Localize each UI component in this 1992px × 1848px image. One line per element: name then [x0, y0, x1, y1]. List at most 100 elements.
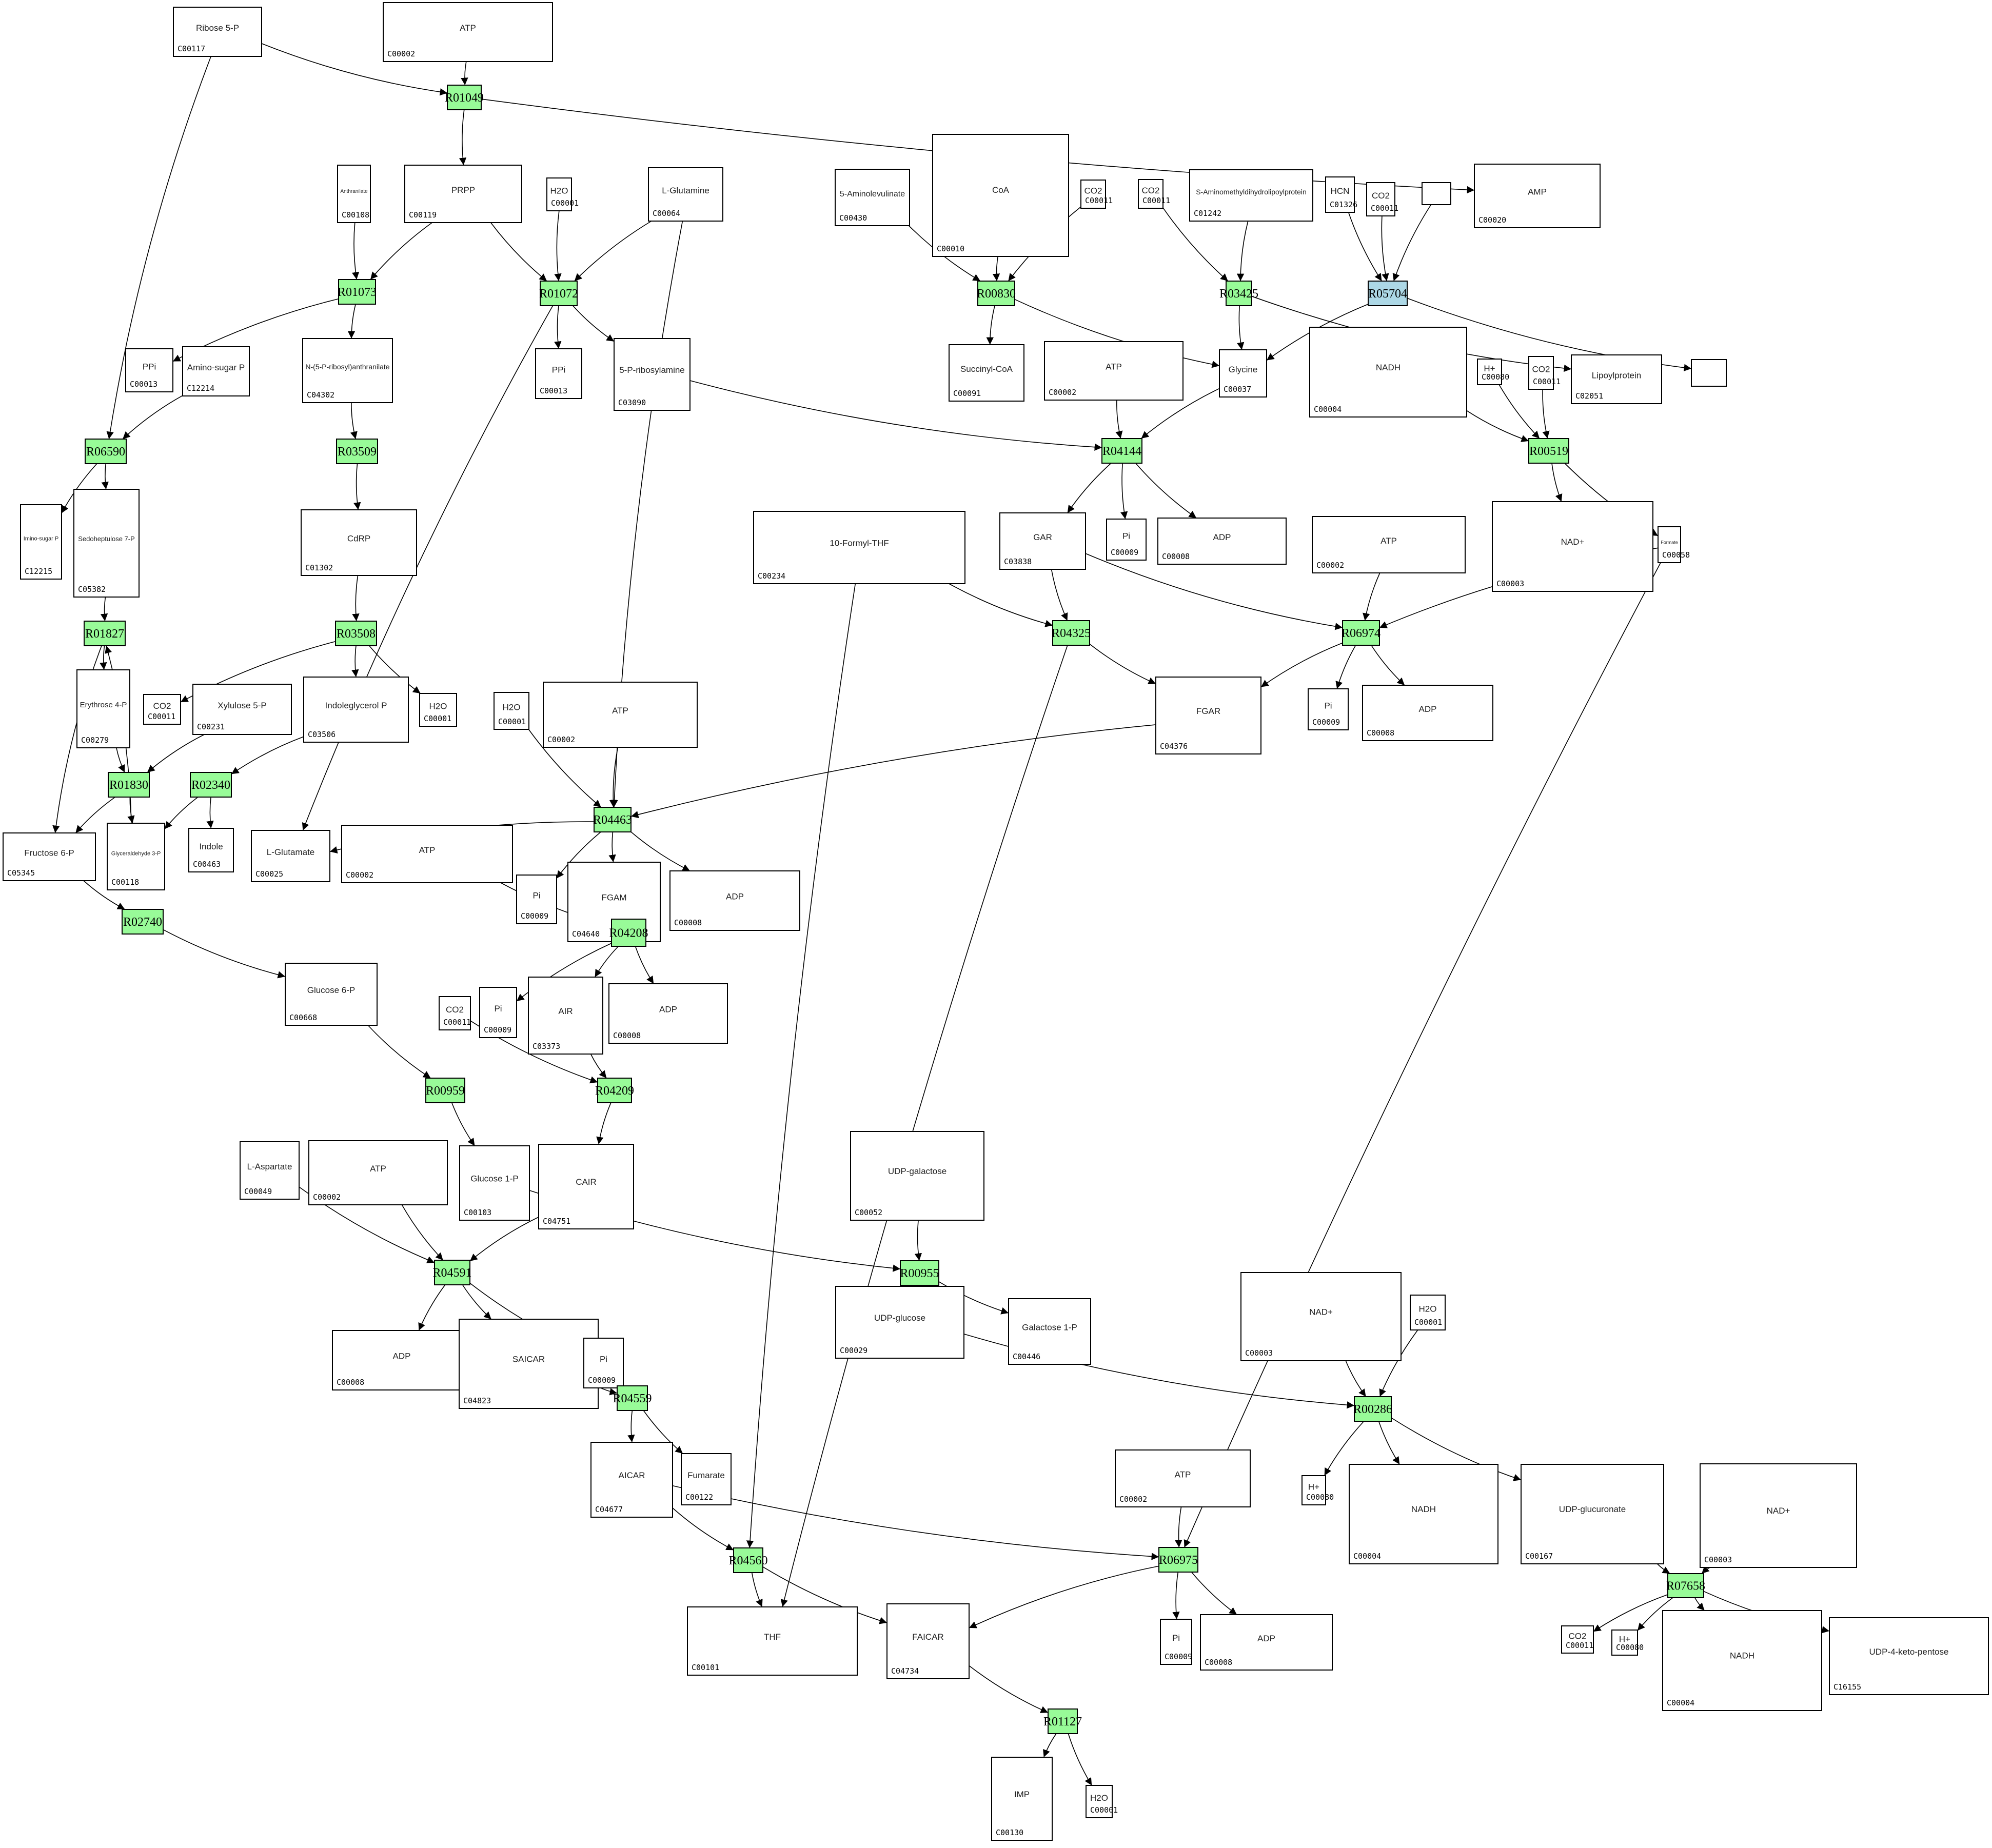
reaction-node[interactable]: R04144: [1101, 438, 1142, 464]
compound-node[interactable]: H+C00080: [1301, 1475, 1334, 1505]
reaction-node[interactable]: R03509: [336, 439, 378, 464]
reaction-node[interactable]: R04209: [595, 1078, 634, 1103]
reaction-node[interactable]: R01827: [84, 621, 126, 646]
compound-node[interactable]: NAD+C00003: [1240, 1272, 1402, 1361]
reaction-node[interactable]: R01072: [539, 281, 578, 306]
reaction-node[interactable]: R04325: [1052, 620, 1091, 646]
reaction-node[interactable]: R02340: [190, 772, 232, 798]
reaction-node[interactable]: R01127: [1043, 1708, 1082, 1734]
reaction-node[interactable]: R03508: [335, 621, 377, 646]
reaction-node[interactable]: R00955: [900, 1260, 939, 1286]
reaction-node[interactable]: R05704: [1368, 281, 1408, 306]
reaction-node[interactable]: R02740: [122, 909, 164, 935]
compound-node[interactable]: NAD+C00003: [1700, 1463, 1857, 1568]
reaction-node[interactable]: R00830: [977, 281, 1016, 306]
reaction-node[interactable]: R07658: [1666, 1573, 1705, 1598]
reaction-node[interactable]: R06974: [1342, 620, 1380, 646]
reaction-node[interactable]: R00519: [1528, 438, 1569, 464]
reaction-node[interactable]: R03425: [1219, 281, 1258, 306]
reaction-node[interactable]: R04560: [728, 1547, 768, 1573]
reaction-node[interactable]: R04591: [432, 1260, 472, 1285]
reaction-node[interactable]: R06975: [1158, 1547, 1198, 1573]
compound-node[interactable]: H+C00080: [1611, 1630, 1644, 1656]
reaction-node[interactable]: R04208: [609, 919, 648, 947]
compound-node[interactable]: [1691, 359, 1727, 387]
reaction-node[interactable]: R04559: [613, 1385, 652, 1411]
reaction-node[interactable]: R01830: [108, 772, 150, 798]
compound-node[interactable]: H+C00080: [1477, 359, 1509, 385]
reaction-node[interactable]: R04463: [593, 807, 632, 832]
compound-node[interactable]: NAD+C00003: [1492, 501, 1653, 592]
